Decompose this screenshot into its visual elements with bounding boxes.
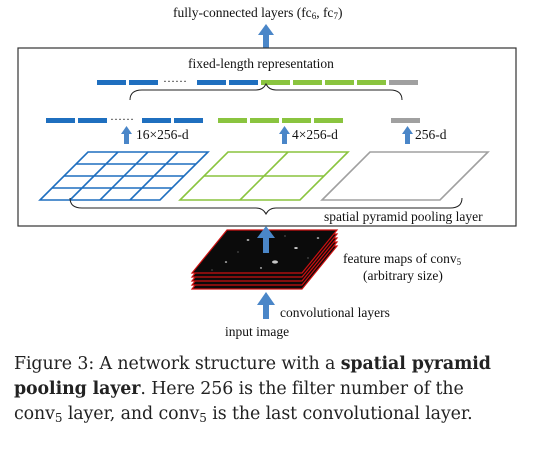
input-image-label: input image xyxy=(225,324,290,339)
bins16-seg-2 xyxy=(78,118,107,123)
arrow-up-to-conv-icon xyxy=(257,292,275,319)
fc-layers-label: fully-connected layers (fc6, fc7) xyxy=(173,5,343,21)
pyramid-grid-2x2 xyxy=(178,151,350,201)
bins4-seg-1 xyxy=(218,118,247,123)
spp-network-diagram: fully-connected layers (fc6, fc7) fixed-… xyxy=(17,5,517,339)
vector-seg-blue-4 xyxy=(229,80,258,85)
fixed-length-vector xyxy=(97,80,418,85)
bins-1-label: 256-d xyxy=(415,127,447,142)
bins4-seg-2 xyxy=(250,118,279,123)
arrow-up-to-spp-icon xyxy=(257,226,275,253)
arrow-up-16-icon xyxy=(121,126,132,144)
spp-box xyxy=(17,47,517,227)
fixed-length-label: fixed-length representation xyxy=(188,56,334,71)
vector-ellipsis: …… xyxy=(163,71,187,85)
diagram-svg xyxy=(17,24,517,319)
vector-seg-gray xyxy=(389,80,418,85)
vector-seg-blue-1 xyxy=(97,80,126,85)
caption-line-1: Figure 3: A network structure with a spa… xyxy=(14,354,491,374)
figure-caption: Figure 3: A network structure with a spa… xyxy=(14,352,526,427)
arbitrary-size-label: (arbitrary size) xyxy=(363,268,443,283)
vector-seg-green-1 xyxy=(261,80,290,85)
bins-1-vector xyxy=(391,118,420,123)
bins16-ellipsis: …… xyxy=(110,109,134,123)
vector-seg-blue-2 xyxy=(129,80,158,85)
pyramid-grid-1x1 xyxy=(320,151,490,201)
arrow-up-1-icon xyxy=(402,126,413,144)
bins4-seg-4 xyxy=(314,118,343,123)
caption-line-3: conv5 layer, and conv5 is the last convo… xyxy=(14,404,473,425)
conv-layers-label: convolutional layers xyxy=(280,305,390,320)
arrow-up-4-icon xyxy=(279,126,290,144)
bins-4-vector xyxy=(218,118,343,123)
bins4-seg-3 xyxy=(282,118,311,123)
bins16-seg-4 xyxy=(174,118,203,123)
brace-bottom xyxy=(69,197,463,216)
spp-layer-label: spatial pyramid pooling layer xyxy=(324,209,483,224)
bins-16-vector xyxy=(46,118,203,123)
vector-seg-blue-3 xyxy=(197,80,226,85)
feature-maps-label: feature maps of conv5 xyxy=(343,251,462,267)
caption-line-2: pooling layer. Here 256 is the filter nu… xyxy=(14,379,464,399)
bins-4-label: 4×256-d xyxy=(292,127,338,142)
bins16-seg-3 xyxy=(142,118,171,123)
arrow-up-to-fc-icon xyxy=(258,24,274,48)
vector-seg-green-3 xyxy=(325,80,354,85)
vector-seg-green-2 xyxy=(293,80,322,85)
bins16-seg-1 xyxy=(46,118,75,123)
vector-seg-green-4 xyxy=(357,80,386,85)
brace-top xyxy=(129,82,403,101)
pyramid-grid-4x4 xyxy=(38,151,210,201)
bins-16-label: 16×256-d xyxy=(136,127,189,142)
